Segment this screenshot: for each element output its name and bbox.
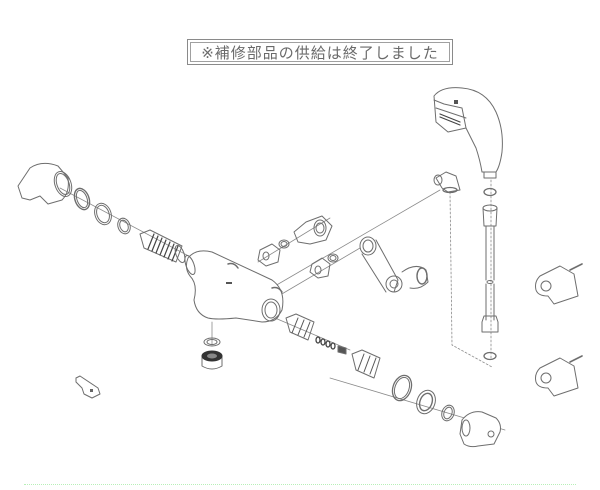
right-ring-parts <box>391 374 455 422</box>
shower-head-part <box>433 87 503 179</box>
right-handle-part <box>459 411 501 448</box>
left-handle-cap-part <box>17 162 73 205</box>
parts-discontinued-notice: ※補修部品の供給は終了しました <box>187 39 453 65</box>
shower-hose-part <box>481 187 499 361</box>
left-ring-parts <box>73 187 131 235</box>
notice-text: ※補修部品の供給は終了しました <box>201 43 439 62</box>
inlet-upper-parts <box>257 215 333 267</box>
hook-bracket-parts <box>535 263 583 397</box>
faucet-body-part <box>184 250 284 323</box>
key-tool-part <box>75 375 101 399</box>
switch-cartridge-part <box>285 313 381 379</box>
aerator-parts <box>201 337 223 370</box>
thermo-cartridge-part <box>139 229 186 264</box>
elbow-adapter-part <box>433 171 461 194</box>
eccentric-leg-part <box>359 236 429 293</box>
footer-divider <box>24 484 576 485</box>
inlet-lower-parts <box>309 253 339 279</box>
